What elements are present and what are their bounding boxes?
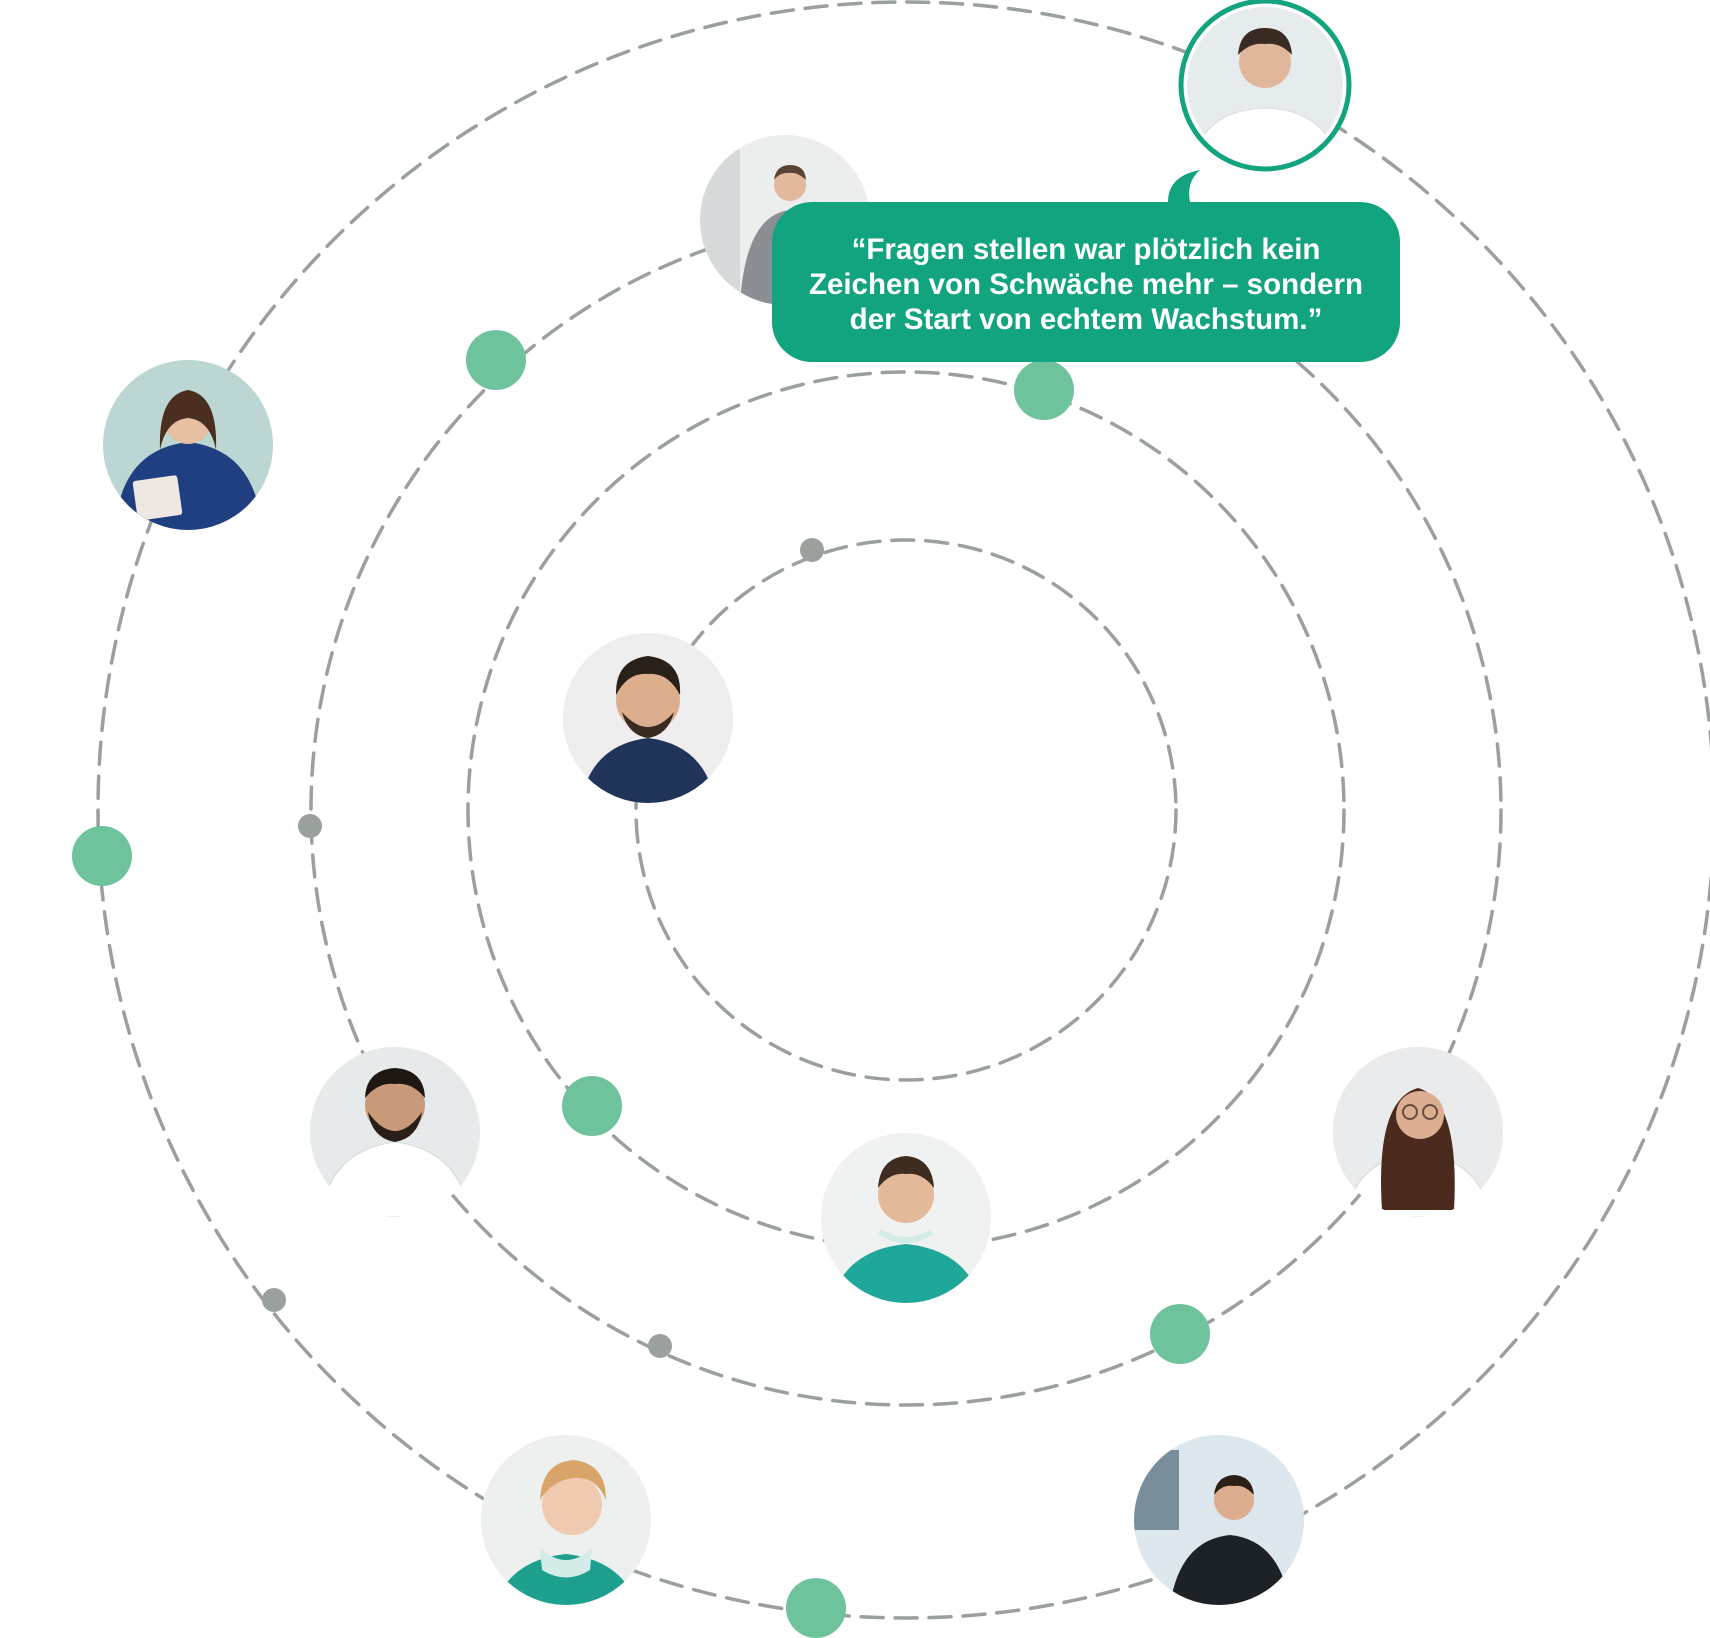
avatar-dentist-woman-white-top xyxy=(1178,0,1352,172)
quote-line-2: Zeichen von Schwäche mehr – sondern xyxy=(809,268,1363,301)
orbit-inner xyxy=(634,538,1178,1082)
orbit-dot xyxy=(800,538,824,562)
orbit-dot xyxy=(262,1288,286,1312)
avatar-woman-with-tablet xyxy=(103,360,273,530)
orbit-outer xyxy=(96,0,1710,1620)
orbit-node xyxy=(786,1578,846,1638)
quote-line-1: “Fragen stellen war plötzlich kein xyxy=(852,233,1321,266)
avatar-bearded-dentist xyxy=(310,1047,480,1217)
orbit-dot xyxy=(648,1334,672,1358)
orbit-node xyxy=(562,1076,622,1136)
orbit-node xyxy=(1014,360,1074,420)
quote-bubble: “Fragen stellen war plötzlich kein Zeich… xyxy=(772,170,1400,362)
avatar-smiling-man-center xyxy=(563,633,733,803)
orbit-node xyxy=(466,330,526,390)
avatar-man-green-scrubs xyxy=(821,1133,991,1303)
orbit-node xyxy=(72,826,132,886)
quote-line-3: der Start von echtem Wachstum.” xyxy=(850,303,1323,336)
orbit-dot xyxy=(298,814,322,838)
avatar-woman-with-glasses xyxy=(1333,1047,1503,1217)
avatar-blonde-woman-green xyxy=(481,1435,651,1605)
orbit-node xyxy=(1150,1304,1210,1364)
avatar-dentist-black-scrubs xyxy=(1134,1435,1304,1605)
